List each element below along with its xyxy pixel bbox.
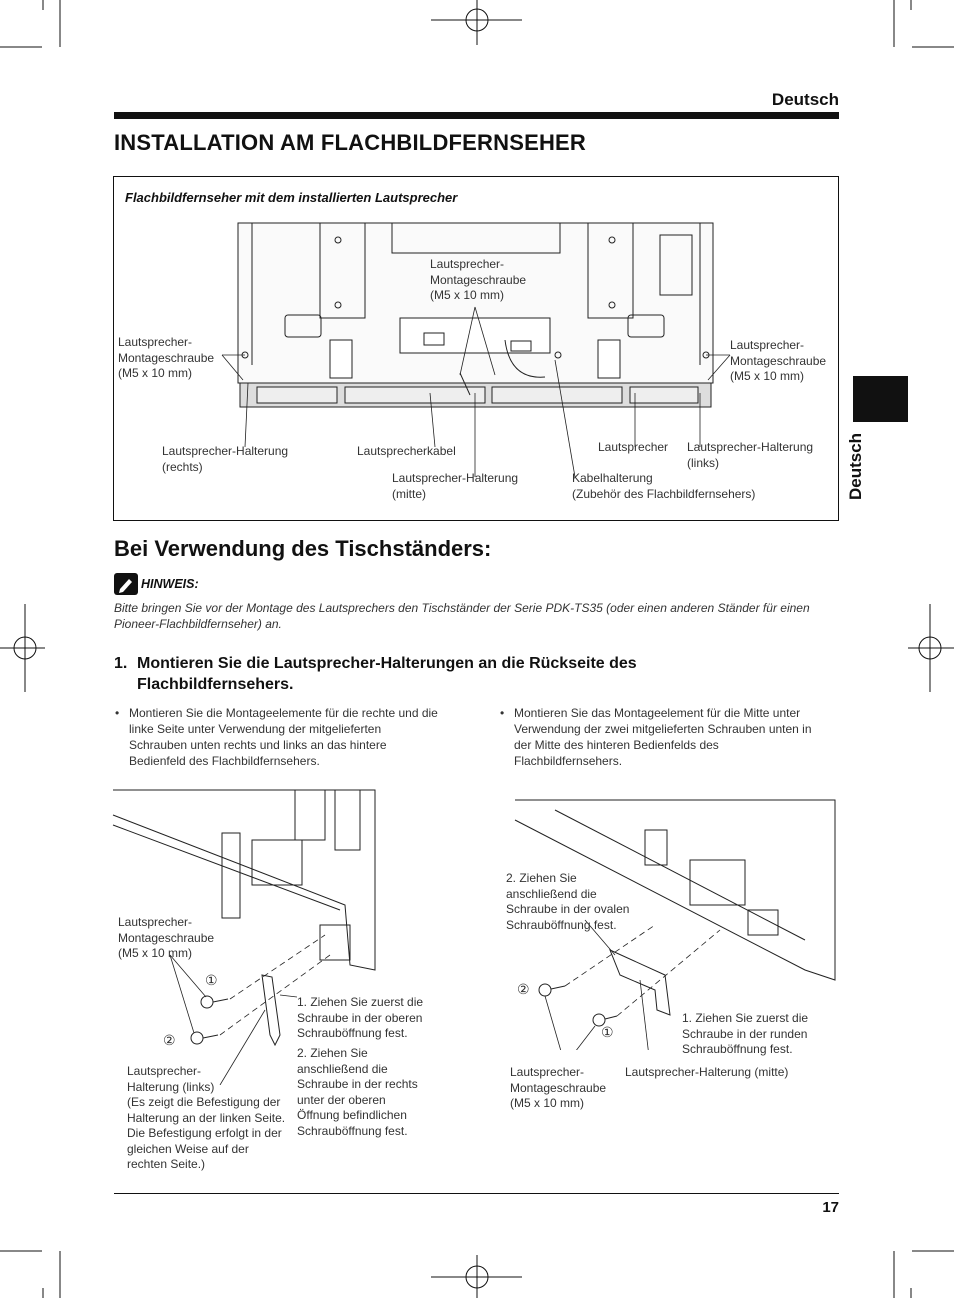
language-header: Deutsch xyxy=(771,90,839,109)
page-number: 17 xyxy=(822,1199,839,1216)
section-title: INSTALLATION AM FLACHBILDFERNSEHER xyxy=(114,130,587,155)
fig2-marker-2: ② xyxy=(163,1032,176,1048)
fig3-marker-2: ② xyxy=(517,981,530,997)
subsection-title: Bei Verwendung des Tischständers: xyxy=(114,536,492,561)
step-number: 1. xyxy=(114,655,128,672)
fig2-marker-1: ① xyxy=(205,972,218,988)
fig3-label-screw: Lautsprecher- Montageschraube (M5 x 10 m… xyxy=(510,1065,607,1110)
label-cable-holder: Kabelhalterung (Zubehör des Flachbildfer… xyxy=(572,471,756,501)
figure-tv-with-speaker xyxy=(113,176,839,521)
figure-caption: Flachbildfernseher mit dem installierten… xyxy=(125,190,458,205)
fig3-marker-1: ① xyxy=(601,1024,614,1040)
label-bracket-right: Lautsprecher-Halterung (rechts) xyxy=(162,444,289,474)
fig2-bracket-left: Lautsprecher- Halterung (links) (Es zeig… xyxy=(127,1064,286,1171)
side-tab-block xyxy=(853,376,908,422)
label-speaker: Lautsprecher xyxy=(598,440,669,454)
fig3-step-1: 1. Ziehen Sie zuerst die Schraube in der… xyxy=(682,1011,809,1056)
note-pencil-icon xyxy=(114,573,138,595)
step-text: Montieren Sie die Lautsprecher-Halterung… xyxy=(137,655,637,693)
fig2-step-2: 2. Ziehen Sie anschließend die Schraube … xyxy=(297,1046,418,1138)
fig2-label-screw: Lautsprecher- Montageschraube (M5 x 10 m… xyxy=(118,915,215,960)
middle-bracket-illustration xyxy=(514,799,836,1050)
fig3-bracket-middle: Lautsprecher-Halterung (mitte) xyxy=(625,1065,789,1079)
fig3-step-2: 2. Ziehen Sie anschließend die Schraube … xyxy=(506,871,630,932)
footer-rule xyxy=(114,1193,839,1194)
label-screw-right: Lautsprecher- Montageschraube (M5 x 10 m… xyxy=(730,338,827,383)
side-tab-label: Deutsch xyxy=(846,432,865,500)
label-bracket-left: Lautsprecher-Halterung (links) xyxy=(687,440,814,470)
note-label: HINWEIS: xyxy=(141,577,199,591)
label-screw-left: Lautsprecher- Montageschraube (M5 x 10 m… xyxy=(118,335,215,380)
header-rule xyxy=(114,112,839,119)
label-bracket-middle: Lautsprecher-Halterung (mitte) xyxy=(392,471,519,501)
tv-rear-illustration xyxy=(221,222,731,478)
note-text: Bitte bringen Sie vor der Montage des La… xyxy=(114,601,810,631)
label-screw-top: Lautsprecher- Montageschraube (M5 x 10 m… xyxy=(430,257,527,302)
left-bracket-illustration xyxy=(112,789,376,1085)
fig2-step-1: 1. Ziehen Sie zuerst die Schraube in der… xyxy=(297,995,424,1040)
label-speaker-cable: Lautsprecherkabel xyxy=(357,444,456,458)
